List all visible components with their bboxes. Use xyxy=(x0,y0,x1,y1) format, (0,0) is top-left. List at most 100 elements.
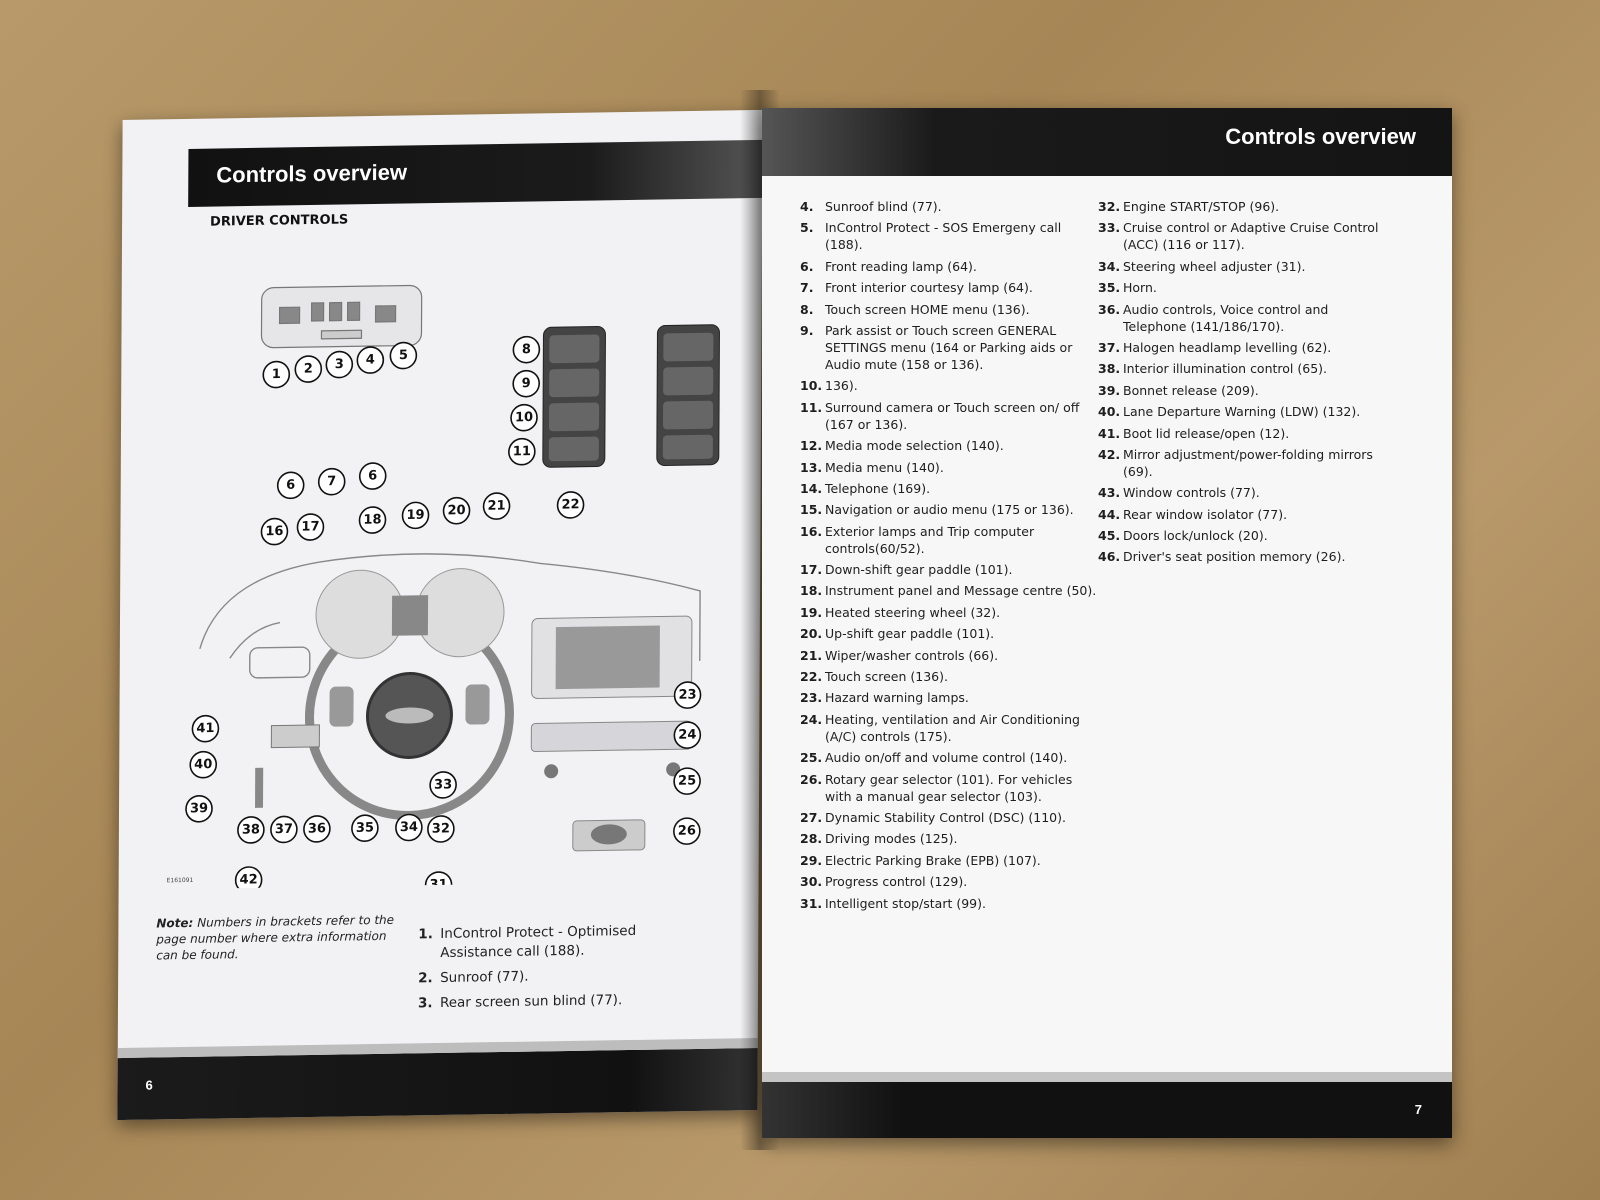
item-text: Sunroof blind (77). xyxy=(825,199,942,214)
list-item: 17.Down-shift gear paddle (101). xyxy=(800,561,1100,578)
callout-11: 11 xyxy=(508,437,536,466)
right-header-title: Controls overview xyxy=(1225,124,1416,149)
item-number: 8. xyxy=(800,301,814,317)
callout-2: 2 xyxy=(294,355,323,383)
item-text: Progress control (129). xyxy=(825,874,968,890)
callout-32: 32 xyxy=(427,815,455,843)
item-number: 38. xyxy=(1098,361,1121,377)
svg-text:40: 40 xyxy=(194,757,212,772)
item-text: Heated steering wheel (32). xyxy=(825,604,1001,620)
svg-text:21: 21 xyxy=(487,498,505,513)
item-number: 37. xyxy=(1098,339,1121,355)
callout-8: 8 xyxy=(512,335,541,364)
list-item: 29.Electric Parking Brake (EPB) (107). xyxy=(800,852,1100,869)
list-item: 5.InControl Protect - SOS Emergeny call … xyxy=(800,219,1100,253)
item-number: 17. xyxy=(800,562,823,578)
item-number: 18. xyxy=(800,583,823,599)
list-item: 40.Lane Departure Warning (LDW) (132). xyxy=(1098,403,1394,420)
item-number: 32. xyxy=(1098,199,1121,214)
item-text: Down-shift gear paddle (101). xyxy=(825,562,1013,578)
item-number: 5. xyxy=(800,220,814,236)
item-number: 6. xyxy=(800,258,814,274)
touchscreen-button-strip-right xyxy=(656,324,720,466)
svg-text:3: 3 xyxy=(335,357,344,372)
list-item: 22.Touch screen (136). xyxy=(800,668,1100,685)
svg-text:33: 33 xyxy=(434,777,452,792)
callout-39: 39 xyxy=(185,794,213,823)
right-page-number: 7 xyxy=(1414,1102,1422,1117)
svg-text:7: 7 xyxy=(327,474,336,489)
list-item: 43.Window controls (77). xyxy=(1098,484,1394,501)
item-number: 31. xyxy=(800,895,823,911)
item-number: 16. xyxy=(800,523,823,539)
dashboard-outline xyxy=(199,553,701,679)
item-text: Touch screen HOME menu (136). xyxy=(825,301,1030,317)
item-text: Steering wheel adjuster (31). xyxy=(1123,258,1306,274)
svg-text:17: 17 xyxy=(301,519,319,534)
list-item: 7.Front interior courtesy lamp (64). xyxy=(800,279,1100,296)
svg-text:22: 22 xyxy=(561,497,579,512)
driver-controls-diagram: 1 2 3 4 5 6 7 6 8 9 10 11 12 13 14 15 16… xyxy=(185,284,723,890)
svg-text:32: 32 xyxy=(432,821,450,836)
callout-42: 42 xyxy=(234,866,263,890)
list-item: 1.InControl Protect - Optimised Assistan… xyxy=(418,922,637,962)
list-item: 36.Audio controls, Voice control and Tel… xyxy=(1098,301,1394,335)
item-number: 19. xyxy=(800,604,823,620)
list-item: 37.Halogen headlamp levelling (62). xyxy=(1098,339,1394,356)
svg-text:36: 36 xyxy=(308,821,326,836)
list-item: 19.Heated steering wheel (32). xyxy=(800,604,1100,621)
item-number: 35. xyxy=(1098,280,1121,296)
svg-text:23: 23 xyxy=(678,687,696,702)
list-item: 18.Instrument panel and Message centre (… xyxy=(800,582,1100,599)
item-text: Surround camera or Touch screen on/ off … xyxy=(825,399,1080,432)
item-number: 44. xyxy=(1098,506,1121,522)
list-item: 10.136). xyxy=(800,377,1100,394)
item-text: Heating, ventilation and Air Conditionin… xyxy=(825,711,1080,744)
item-number: 25. xyxy=(800,750,823,766)
item-number: 20. xyxy=(800,626,823,642)
item-number: 7. xyxy=(800,280,814,296)
callout-31: 31 xyxy=(424,871,453,890)
item-text: Driving modes (125). xyxy=(825,831,958,847)
list-item: 42.Mirror adjustment/power-folding mirro… xyxy=(1098,446,1394,480)
svg-text:6: 6 xyxy=(368,468,377,483)
callout-7: 7 xyxy=(317,467,346,496)
item-number: 24. xyxy=(800,711,823,727)
callout-40: 40 xyxy=(189,750,218,779)
item-text: Wiper/washer controls (66). xyxy=(825,647,999,663)
list-item: 31.Intelligent stop/start (99). xyxy=(800,895,1100,912)
svg-text:25: 25 xyxy=(678,773,696,788)
list-item: 24.Heating, ventilation and Air Conditio… xyxy=(800,711,1100,745)
list-item: 39.Bonnet release (209). xyxy=(1098,382,1394,399)
item-text: Electric Parking Brake (EPB) (107). xyxy=(825,852,1041,868)
svg-text:5: 5 xyxy=(399,348,408,363)
item-text: Media menu (140). xyxy=(825,459,944,475)
callout-9: 9 xyxy=(512,369,541,398)
callout-20: 20 xyxy=(442,496,471,525)
list-item: 20.Up-shift gear paddle (101). xyxy=(800,625,1100,642)
svg-text:19: 19 xyxy=(406,508,424,523)
svg-text:37: 37 xyxy=(275,822,293,837)
item-text: Park assist or Touch screen GENERAL SETT… xyxy=(825,322,1073,372)
list-item: 23.Hazard warning lamps. xyxy=(800,689,1100,706)
list-item: 8. Touch screen HOME menu (136). xyxy=(800,301,1100,318)
callout-36: 36 xyxy=(303,815,331,843)
svg-text:8: 8 xyxy=(522,342,531,357)
callout-6a: 6 xyxy=(276,471,305,500)
item-text: Boot lid release/open (12). xyxy=(1123,425,1290,441)
item-text: Up-shift gear paddle (101). xyxy=(825,626,995,642)
item-text: Rotary gear selector (101). For vehicles… xyxy=(825,771,1073,804)
callout-3: 3 xyxy=(325,350,354,379)
item-text: Exterior lamps and Trip computer control… xyxy=(825,523,1035,556)
item-text: Window controls (77). xyxy=(1123,485,1260,501)
list-item: 6.Front reading lamp (64). xyxy=(800,258,1100,275)
item-number: 26. xyxy=(800,771,823,787)
callout-25: 25 xyxy=(673,767,701,795)
list-item: 16.Exterior lamps and Trip computer cont… xyxy=(800,523,1100,557)
item-number: 15. xyxy=(800,502,823,518)
callout-23: 23 xyxy=(673,681,702,709)
center-console xyxy=(530,615,693,852)
item-number: 13. xyxy=(800,459,823,475)
left-items-list: 1.InControl Protect - Optimised Assistan… xyxy=(418,921,678,1019)
